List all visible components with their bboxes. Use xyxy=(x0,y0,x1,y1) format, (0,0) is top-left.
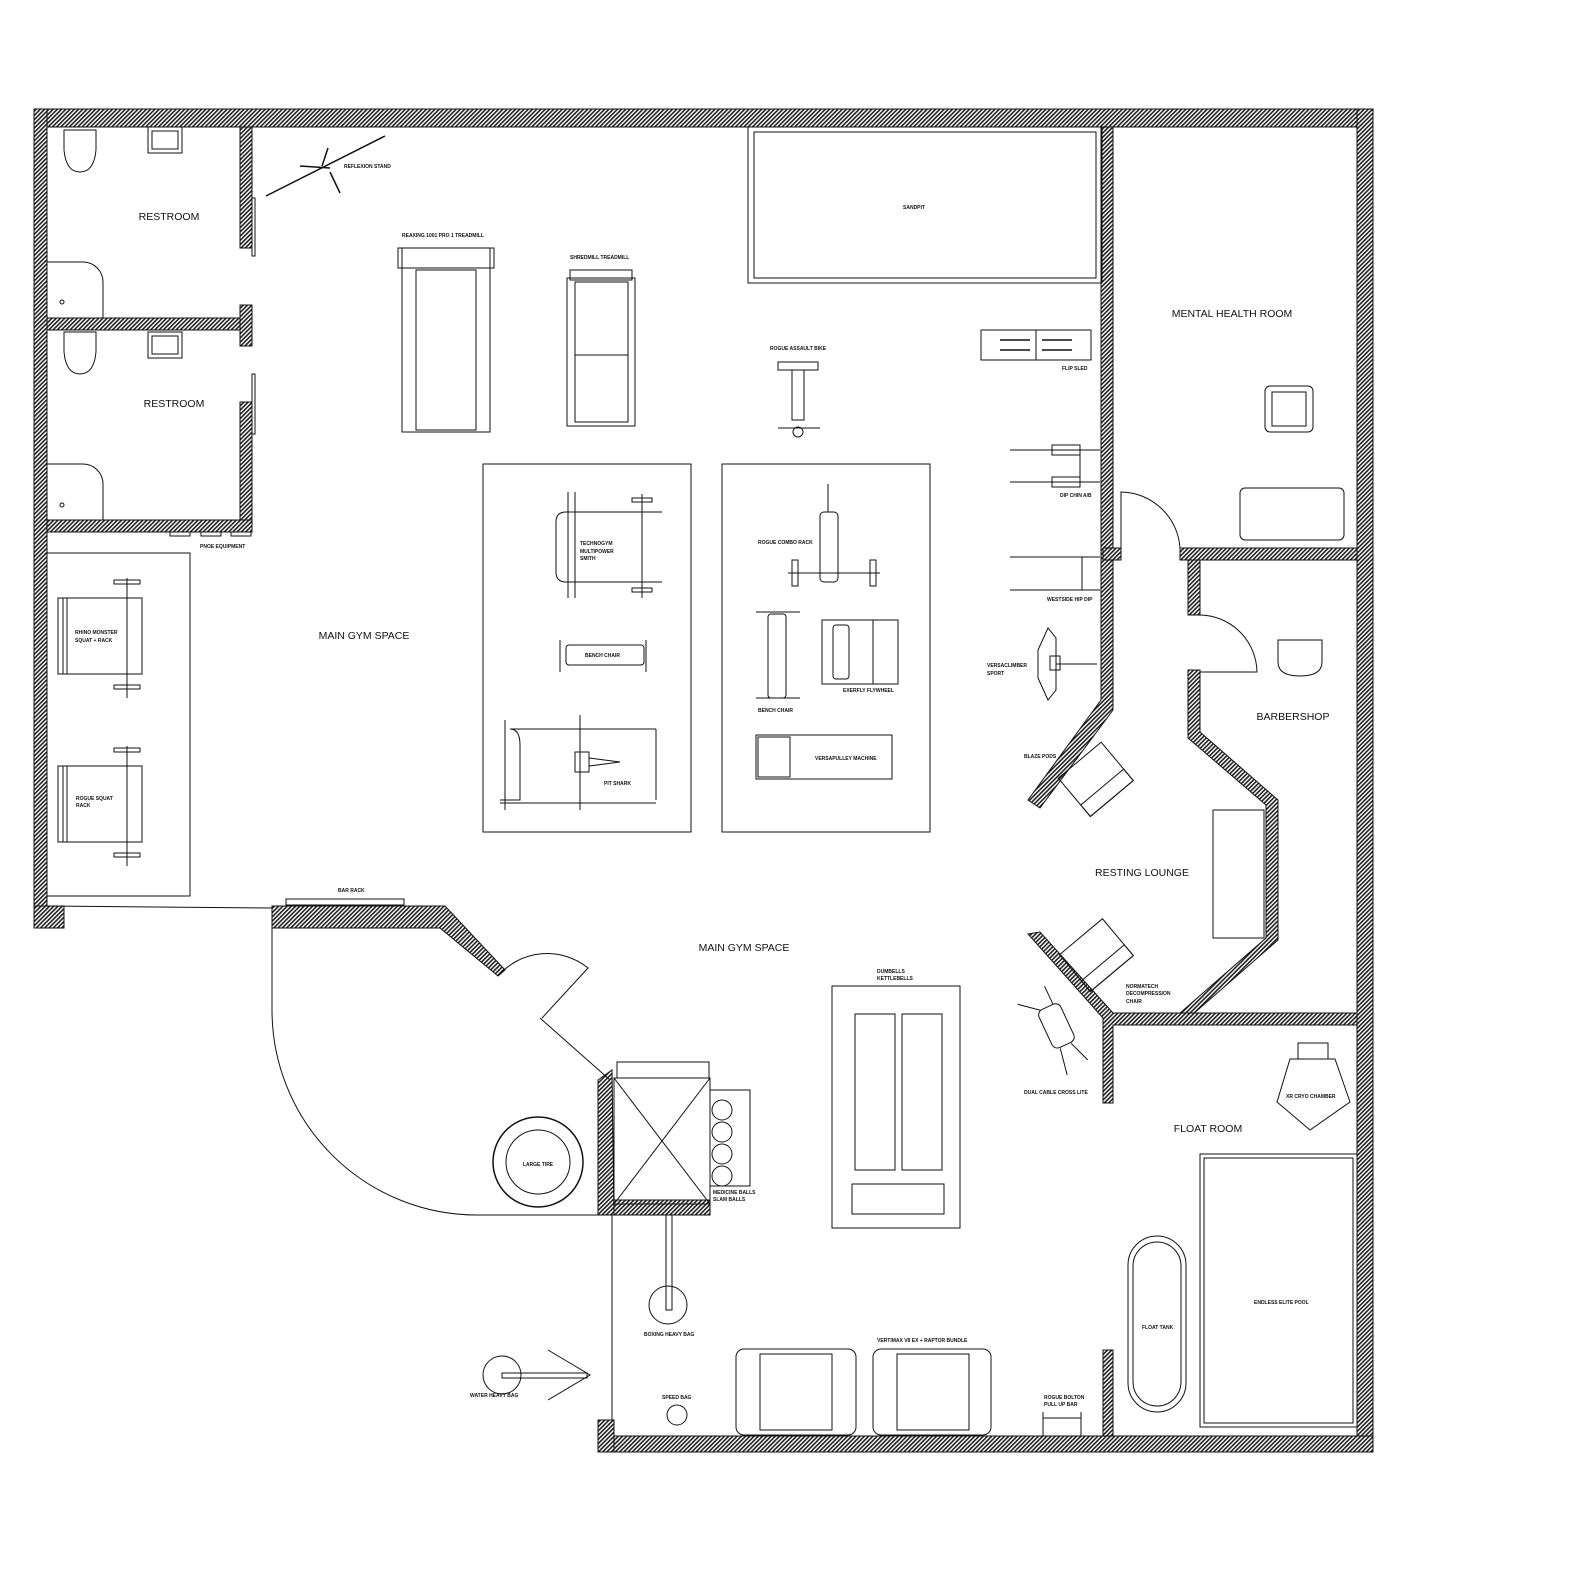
restroom-fixtures xyxy=(46,126,183,521)
label-reflexion-stand: REFLEXION STAND xyxy=(344,164,391,170)
label-normatec: NORMATECH xyxy=(1126,984,1159,990)
label-dual-cable: DUAL CABLE CROSS LITE xyxy=(1024,1090,1088,1096)
label-bar-rack: BAR RACK xyxy=(338,888,365,894)
label-pnoe: PNOE EQUIPMENT xyxy=(200,544,245,550)
label-bench-chair: BENCH CHAIR xyxy=(585,653,620,659)
label-rogue-squat: RACK xyxy=(76,803,91,809)
label-normatec: DECOMPRESSION xyxy=(1126,991,1171,997)
equipment-labels: REFLEXION STAND REAXING 1001 PRO 1 TREAD… xyxy=(75,164,1336,1408)
label-westside-hip-dip: WESTSIDE HIP DIP xyxy=(1047,597,1093,603)
label-vertimax: VERTIMAX V8 EX + RAPTOR BUNDLE xyxy=(877,1338,968,1344)
label-cryo: XR CRYO CHAMBER xyxy=(1286,1094,1336,1100)
label-versaclimber: VERSACLIMBER xyxy=(987,663,1027,669)
room-label-mental-health: MENTAL HEALTH ROOM xyxy=(1172,308,1293,320)
label-dip-chin: DIP CHIN A/B xyxy=(1060,493,1092,499)
room-label-restroom: RESTROOM xyxy=(139,211,200,223)
doors xyxy=(46,197,1258,1420)
label-technogym: MULTIPOWER xyxy=(580,549,614,555)
label-exerfly: EXERFLY FLYWHEEL xyxy=(843,688,894,694)
room-label-restroom: RESTROOM xyxy=(144,398,205,410)
label-rhino: RHINO MONSTER xyxy=(75,630,118,636)
label-float-tank: FLOAT TANK xyxy=(1142,1325,1174,1331)
label-pull-up: ROGUE BOLTON xyxy=(1044,1395,1085,1401)
walls xyxy=(33,108,1374,1453)
label-assault-bike: ROGUE ASSAULT BIKE xyxy=(770,346,827,352)
room-label-float-room: FLOAT ROOM xyxy=(1174,1123,1242,1135)
label-medicine-balls: MEDICINE BALLS xyxy=(713,1190,756,1196)
label-blaze-pods: BLAZE PODS xyxy=(1024,754,1057,760)
label-normatec: CHAIR xyxy=(1126,999,1142,1005)
label-pit-shark: PIT SHARK xyxy=(604,781,631,787)
room-label-resting-lounge: RESTING LOUNGE xyxy=(1095,867,1189,879)
label-water-bag: WATER HEAVY BAG xyxy=(470,1393,518,1399)
label-slam-balls: SLAM BALLS xyxy=(713,1197,746,1203)
label-rogue-combo-rack: ROGUE COMBO RACK xyxy=(758,540,813,546)
label-technogym: SMITH xyxy=(580,556,596,562)
label-pull-up: PULL UP BAR xyxy=(1044,1402,1078,1408)
room-label-main-gym: MAIN GYM SPACE xyxy=(319,630,410,642)
label-dumbells: DUMBELLS xyxy=(877,969,905,975)
room-labels: RESTROOM RESTROOM MAIN GYM SPACE MAIN GY… xyxy=(139,211,1330,1135)
label-versapulley: VERSAPULLEY MACHINE xyxy=(815,756,877,762)
label-flip-sled: FLIP SLED xyxy=(1062,366,1088,372)
label-rhino: SQUAT + RACK xyxy=(75,638,113,644)
label-boxing-bag: BOXING HEAVY BAG xyxy=(644,1332,694,1338)
label-speed-bag: SPEED BAG xyxy=(662,1395,692,1401)
equipment-drawings xyxy=(46,126,1358,1436)
label-endless-pool: ENDLESS ELITE POOL xyxy=(1254,1300,1309,1306)
label-large-tire: LARGE TIRE xyxy=(523,1162,554,1168)
label-treadmill: REAXING 1001 PRO 1 TREADMILL xyxy=(402,233,484,239)
label-sandpit: SANDPIT xyxy=(903,205,925,211)
room-label-barbershop: BARBERSHOP xyxy=(1257,711,1330,723)
label-rogue-squat: ROGUE SQUAT xyxy=(76,796,113,802)
label-shredmill: SHREDMILL TREADMILL xyxy=(570,255,629,261)
label-versaclimber-sport: SPORT xyxy=(987,671,1004,677)
label-bench-chair: BENCH CHAIR xyxy=(758,708,793,714)
label-kettlebells: KETTLEBELLS xyxy=(877,976,913,982)
label-technogym: TECHNOGYM xyxy=(580,541,613,547)
room-label-main-gym: MAIN GYM SPACE xyxy=(699,942,790,954)
